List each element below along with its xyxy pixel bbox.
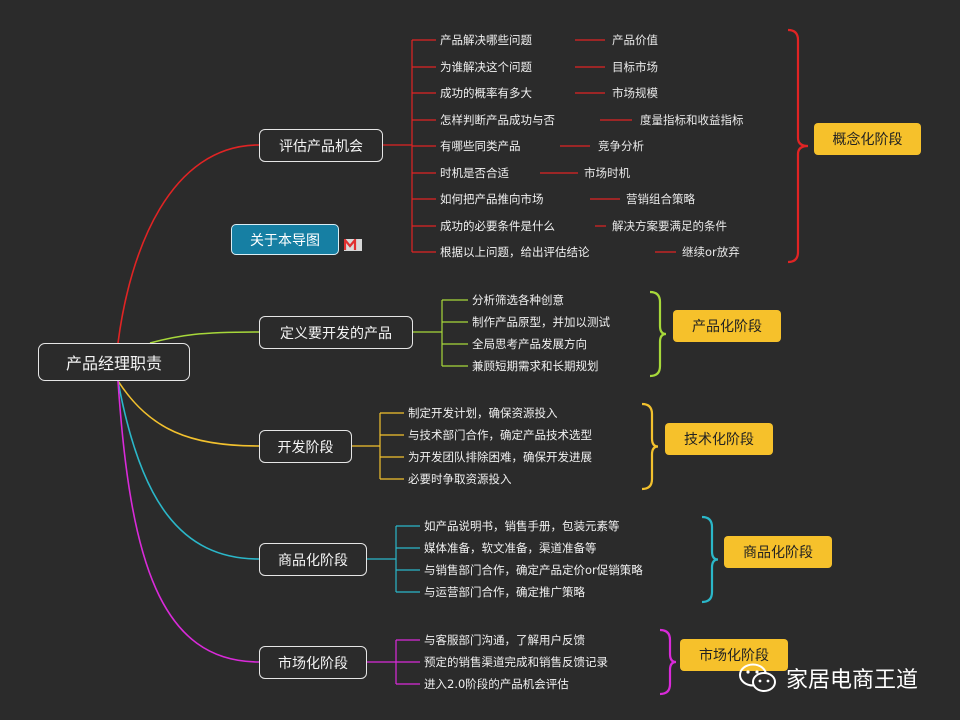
leaf-item: 为谁解决这个问题 [440,60,532,74]
branch-marketing[interactable]: 市场化阶段 [259,646,367,679]
leaf-item: 兼顾短期需求和长期规划 [472,359,599,373]
leaf-item: 与销售部门合作，确定产品定价or促销策略 [424,563,643,577]
leaf-item: 成功的概率有多大 [440,86,532,100]
root-label: 产品经理职责 [65,354,162,373]
watermark: 家居电商王道 [738,662,918,694]
leaf-item: 制定开发计划，确保资源投入 [408,406,558,420]
leaf-item: 必要时争取资源投入 [408,472,512,486]
leaf-note: 营销组合策略 [626,192,695,206]
leaf-note: 解决方案要满足的条件 [612,219,727,233]
branch-label: 市场化阶段 [278,655,348,672]
wechat-icon [739,663,776,692]
bracket [787,28,809,264]
stage-market: 市场化阶段 [680,639,788,671]
leaf-item: 时机是否合适 [440,166,509,180]
mindmanager-icon [344,239,362,251]
bracket [649,290,667,378]
leaf-item: 制作产品原型，并加以测试 [472,315,610,329]
root-connector [117,380,260,560]
leaf-item: 如产品说明书，销售手册，包装元素等 [424,519,620,533]
leaf-item: 与运营部门合作，确定推广策略 [424,585,585,599]
branch-evaluate-opportunity[interactable]: 评估产品机会 [259,129,383,162]
branch-development[interactable]: 开发阶段 [259,430,352,463]
about-map-button[interactable]: 关于本导图 [231,224,339,255]
root-connector [117,380,260,447]
leaf-item: 预定的销售渠道完成和销售反馈记录 [424,655,608,669]
branch-label: 开发阶段 [277,439,334,456]
bracket [701,515,719,604]
leaf-item: 全局思考产品发展方向 [472,337,587,351]
branch-commercialization[interactable]: 商品化阶段 [259,543,367,576]
stage-tech: 技术化阶段 [665,423,773,455]
stage-concept: 概念化阶段 [814,123,921,155]
about-label: 关于本导图 [250,232,320,249]
leaf-item: 进入2.0阶段的产品机会评估 [424,677,569,691]
leaf-note: 度量指标和收益指标 [640,113,744,127]
watermark-text: 家居电商王道 [786,668,919,693]
leaf-item: 产品解决哪些问题 [440,33,532,47]
leaf-item: 根据以上问题，给出评估结论 [440,245,590,259]
leaf-note: 竞争分析 [598,139,644,153]
leaf-note: 市场规模 [612,86,658,100]
leaf-item: 媒体准备，软文准备，渠道准备等 [424,541,597,555]
leaf-item: 怎样判断产品成功与否 [440,113,555,127]
leaf-item: 分析筛选各种创意 [472,293,564,307]
leaf-item: 与技术部门合作，确定产品技术选型 [408,428,592,442]
leaf-item: 为开发团队排除困难，确保开发进展 [408,450,592,464]
leaf-note: 市场时机 [584,166,630,180]
stage-product: 产品化阶段 [673,310,781,342]
leaf-note: 继续or放弃 [682,245,740,259]
stage-commercial: 商品化阶段 [724,536,832,568]
bracket [641,402,659,491]
leaf-item: 成功的必要条件是什么 [440,219,555,233]
leaf-note: 目标市场 [612,60,658,74]
branch-label: 商品化阶段 [278,552,348,569]
branch-label: 评估产品机会 [279,138,363,155]
branch-define-product[interactable]: 定义要开发的产品 [259,316,413,349]
branch-label: 定义要开发的产品 [280,325,392,342]
root-connector [117,144,260,344]
root-node[interactable]: 产品经理职责 [38,343,190,381]
leaf-note: 产品价值 [612,33,658,47]
leaf-item: 有哪些同类产品 [440,139,521,153]
leaf-item: 如何把产品推向市场 [440,192,544,206]
bracket [659,628,677,696]
root-connector [117,380,260,663]
root-connector [149,331,260,344]
leaf-item: 与客服部门沟通，了解用户反馈 [424,633,585,647]
